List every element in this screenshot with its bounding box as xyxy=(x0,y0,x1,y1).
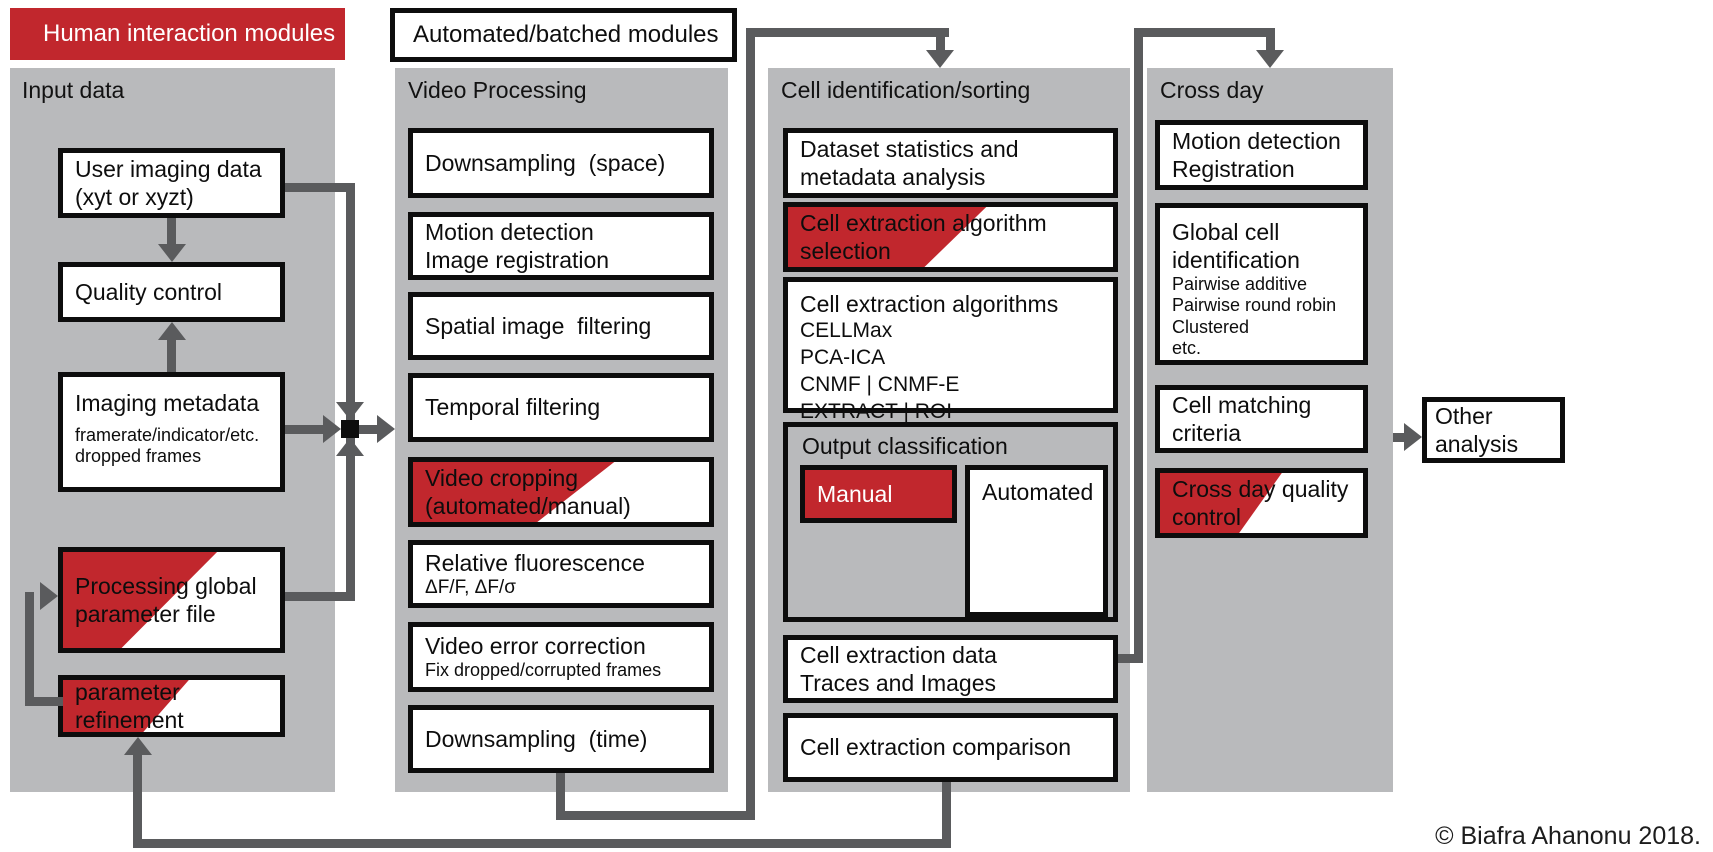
arrowhead-right-icon xyxy=(1404,423,1422,451)
connector-metadata-right xyxy=(285,425,323,434)
arrowhead-right-icon xyxy=(323,415,341,443)
box-relative-fluorescence: Relative fluorescence ΔF/F, ΔF/σ xyxy=(408,540,714,608)
connector-bottom-return xyxy=(137,839,951,848)
box-cell-extraction-comparison: Cell extraction comparison xyxy=(783,713,1118,782)
connector-col3-top-stub xyxy=(936,37,945,52)
arrowhead-down-icon xyxy=(158,244,186,262)
box-parameter-refinement: parameter refinement xyxy=(58,675,285,737)
connector-col2-exit-down xyxy=(556,773,565,820)
legend-human-label: Human interaction modules xyxy=(43,20,336,47)
connector-col3-top xyxy=(746,28,949,37)
copyright-text: © Biafra Ahanonu 2018. xyxy=(1435,822,1701,850)
connector-col4-top xyxy=(1134,28,1275,37)
legend-automated-modules: Automated/batched modules xyxy=(390,8,737,62)
column-title-video-processing: Video Processing xyxy=(408,77,587,103)
arrowhead-up-icon xyxy=(336,438,364,456)
box-spatial-image-filtering: Spatial image filtering xyxy=(408,292,714,360)
box-video-error-correction: Video error correction Fix dropped/corru… xyxy=(408,622,714,692)
box-cross-day-quality-control: Cross day quality control xyxy=(1155,468,1368,538)
merge-node xyxy=(341,420,359,438)
connector-col2-exit-right xyxy=(556,811,755,820)
box-manual-classification: Manual xyxy=(800,465,957,523)
connector-col4-top-stub xyxy=(1266,37,1275,52)
box-downsampling-space: Downsampling (space) xyxy=(408,128,714,198)
legend-human-interaction-modules: Human interaction modules xyxy=(10,8,345,60)
connector-node-to-col2 xyxy=(359,425,377,434)
box-automated-classification: Automated xyxy=(965,465,1108,617)
box-dataset-statistics: Dataset statistics and metadata analysis xyxy=(783,128,1118,198)
connector-metadata-to-quality xyxy=(167,340,176,372)
connector-refinement-loop-bottom xyxy=(25,697,63,706)
box-imaging-metadata: Imaging metadata framerate/indicator/etc… xyxy=(58,372,285,492)
column-title-cell-identification: Cell identification/sorting xyxy=(781,77,1031,103)
box-processing-global-parameter-file: Processing global parameter file xyxy=(58,547,285,653)
connector-col2-col3-vertical xyxy=(746,28,755,820)
box-global-cell-identification: Global cell identification Pairwise addi… xyxy=(1155,203,1368,365)
connector-paramfile-right xyxy=(285,592,355,601)
connector-userdata-down xyxy=(346,183,355,420)
panel-output-classification: Output classification Manual Automated xyxy=(783,422,1118,622)
panel-title-output-classification: Output classification xyxy=(802,433,1008,459)
box-temporal-filtering: Temporal filtering xyxy=(408,373,714,442)
connector-user-to-quality xyxy=(167,218,176,246)
connector-to-other-analysis xyxy=(1393,433,1411,442)
connector-refinement-loop-vertical xyxy=(25,592,34,706)
box-user-imaging-data: User imaging data (xyt or xyzt) xyxy=(58,148,285,218)
connector-paramfile-up xyxy=(346,438,355,601)
arrowhead-down-icon xyxy=(926,50,954,68)
connector-userdata-right xyxy=(285,183,355,192)
legend-automated-label: Automated/batched modules xyxy=(413,21,719,48)
arrowhead-down-icon xyxy=(1256,50,1284,68)
arrowhead-right-icon xyxy=(377,415,395,443)
arrowhead-down-icon xyxy=(336,402,364,420)
box-other-analysis: Other analysis xyxy=(1422,397,1565,463)
connector-col3-col4-vertical xyxy=(1134,28,1143,663)
arrowhead-up-icon xyxy=(124,737,152,755)
box-video-cropping: Video cropping (automated/manual) xyxy=(408,457,714,527)
box-motion-detection-registration: Motion detection Image registration xyxy=(408,212,714,280)
box-downsampling-time: Downsampling (time) xyxy=(408,705,714,773)
connector-comparison-down xyxy=(942,782,951,848)
box-crossday-motion-detection: Motion detection Registration xyxy=(1155,120,1368,190)
box-cell-matching-criteria: Cell matching criteria xyxy=(1155,385,1368,453)
connector-extractiondata-right xyxy=(1118,654,1143,663)
box-quality-control: Quality control xyxy=(58,262,285,322)
arrowhead-up-icon xyxy=(158,322,186,340)
box-cell-extraction-data: Cell extraction data Traces and Images xyxy=(783,635,1118,703)
box-cell-extraction-algorithms: Cell extraction algorithms CELLMax PCA-I… xyxy=(783,277,1118,423)
connector-return-up xyxy=(133,755,142,848)
box-cell-extraction-algorithm-selection: Cell extraction algorithm selection xyxy=(783,202,1118,272)
arrowhead-right-icon xyxy=(40,582,58,610)
column-title-cross-day: Cross day xyxy=(1160,77,1264,103)
column-title-input-data: Input data xyxy=(22,77,125,103)
